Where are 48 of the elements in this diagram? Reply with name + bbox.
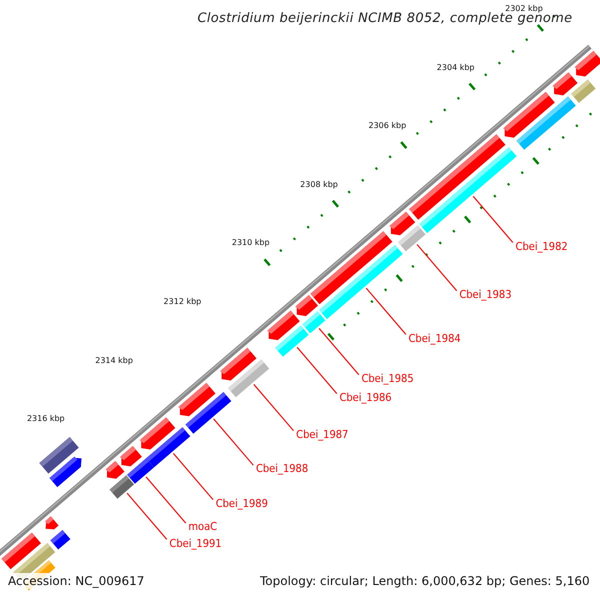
scale-label: 2308 kbp (300, 180, 338, 189)
leader-line (296, 346, 338, 394)
gene-label: Cbei_1983 (459, 288, 512, 300)
leader-line (253, 384, 294, 432)
leader-line (416, 244, 458, 292)
scale-label: 2312 kbp (164, 298, 202, 306)
gene-label: Cbei_1988 (256, 463, 308, 474)
scale-label: 2310 kbp (232, 239, 270, 248)
gene-label: Cbei_1986 (339, 392, 392, 403)
leader-line (172, 453, 214, 500)
gene-feature (106, 461, 124, 479)
gene-feature (267, 310, 300, 340)
scale-label: 2316 kbp (26, 415, 65, 424)
scale-label: 2302 kbp (505, 4, 543, 13)
gene-label: Cbei_1989 (216, 498, 268, 509)
scale-label: 2306 kbp (368, 122, 406, 130)
gene-label: Cbei_1985 (361, 372, 414, 384)
gene-feature (574, 50, 600, 76)
gene-feature (50, 456, 82, 488)
gene-feature (120, 446, 142, 466)
gene-label: Cbei_1991 (169, 538, 222, 549)
gene-feature (295, 295, 318, 316)
gene-label: moaC (188, 521, 218, 532)
gene-feature (50, 530, 70, 550)
leader-line (472, 196, 514, 243)
scale-label: 2314 kbp (95, 356, 133, 364)
leader-line (126, 492, 168, 540)
leader-line (366, 288, 406, 335)
gene-feature (146, 427, 190, 468)
gene-feature (186, 392, 232, 434)
genome-stats-text: Topology: circular; Length: 6,000,632 bp; Genes: 5,160 (260, 575, 590, 587)
gene-label: Cbei_1984 (408, 332, 461, 344)
leader-line (318, 328, 360, 376)
gene-label: Cbei_1982 (516, 240, 568, 252)
gene-feature (44, 516, 59, 530)
gene-feature (389, 212, 416, 236)
gene-feature (409, 134, 506, 220)
gene-feature (228, 359, 270, 398)
gene-feature (503, 92, 555, 138)
gene-feature (552, 72, 578, 96)
gene-feature (398, 225, 426, 252)
gene-feature (110, 475, 134, 499)
gene-feature (127, 458, 154, 484)
gene-label: Cbei_1987 (296, 428, 348, 440)
gene-feature (319, 244, 403, 320)
map-title: Clostridium beijerinckii NCIMB 8052, complete genome (198, 12, 572, 24)
leader-line (213, 418, 254, 466)
scale-label: 2304 kbp (436, 64, 474, 72)
